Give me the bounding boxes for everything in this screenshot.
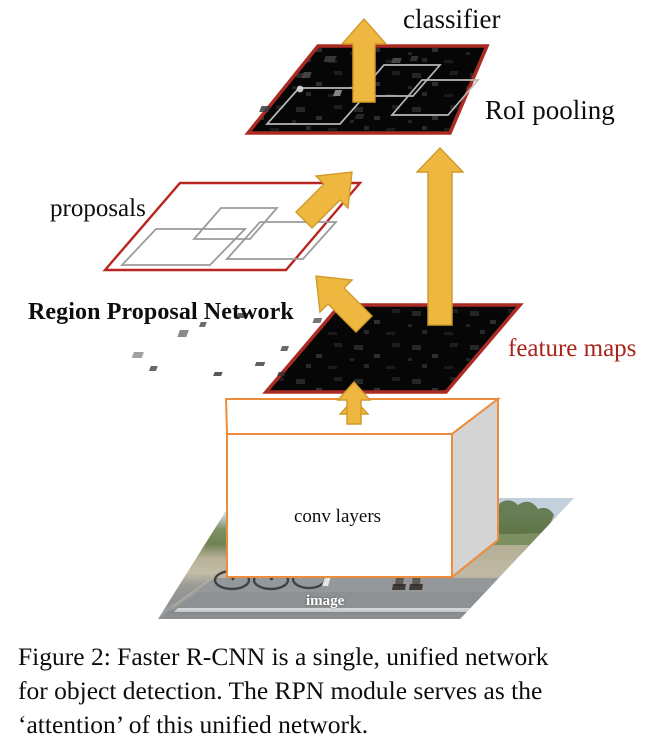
roi-box — [390, 79, 480, 116]
caption-line-2: for object detection. The RPN module ser… — [18, 675, 543, 705]
label-region-proposal-network: Region Proposal Network — [28, 299, 294, 325]
label-roi-pooling: RoI pooling — [485, 95, 615, 125]
svg-text:.: . — [0, 0, 4, 4]
arrow-conv-to-featuremaps — [336, 380, 372, 425]
arrow-classifier — [340, 17, 388, 103]
figure-diagram: . — [0, 0, 574, 619]
label-feature-maps: feature maps — [508, 335, 637, 362]
arrow-featuremaps-to-roi — [415, 146, 465, 326]
feature-maps-plane — [131, 303, 524, 394]
conv-layers-box — [224, 396, 501, 580]
label-image: image — [306, 593, 345, 609]
label-proposals: proposals — [50, 195, 146, 222]
proposals-plane — [102, 181, 363, 272]
roi-box — [265, 87, 374, 125]
arrow-rpn-to-proposals — [315, 275, 373, 333]
figure-caption: Figure 2: Faster R-CNN is a single, unif… — [18, 640, 650, 742]
proposal-box — [119, 228, 248, 266]
caption-line-1: Figure 2: Faster R-CNN is a single, unif… — [18, 642, 549, 671]
caption-line-3: ‘attention’ of this unified network. — [18, 709, 369, 739]
arrow-proposals-to-roi — [295, 171, 353, 229]
label-conv-layers: conv layers — [294, 506, 382, 527]
label-classifier: classifier — [403, 4, 501, 34]
